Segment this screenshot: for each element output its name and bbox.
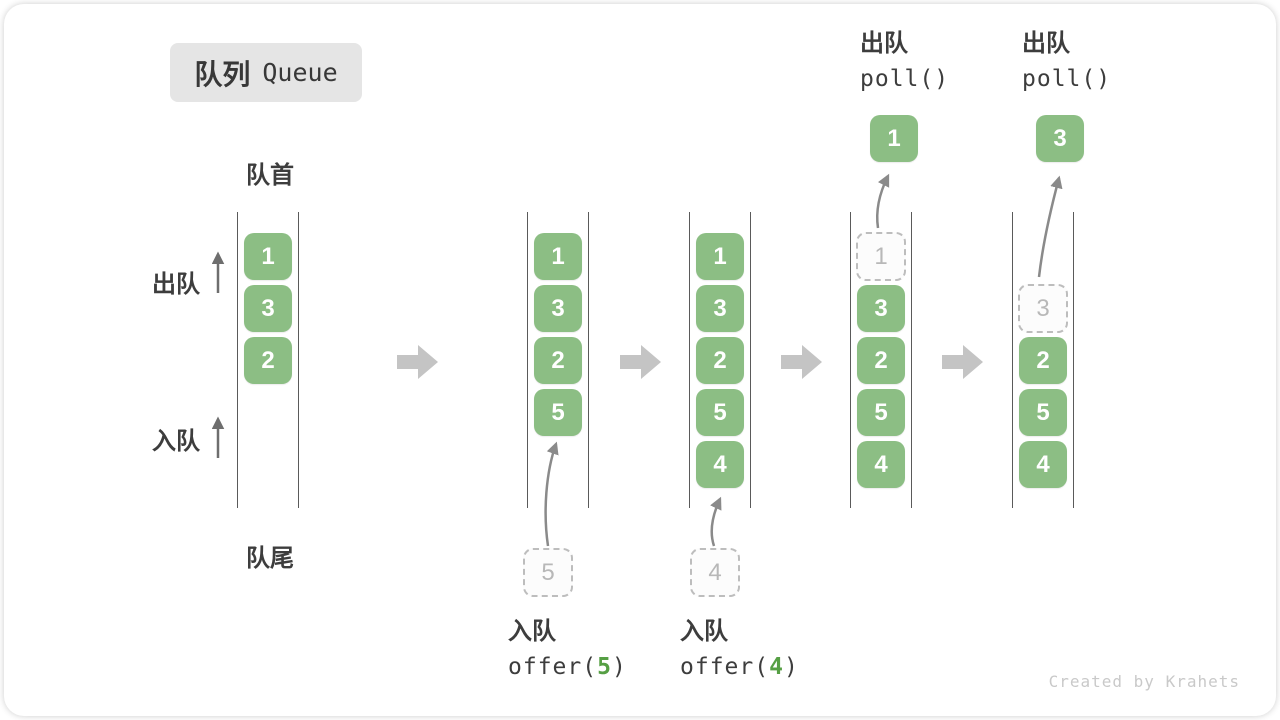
queue-rails-state4 <box>850 212 912 508</box>
enqueue-pending-item: 4 <box>690 548 740 597</box>
queue-item: 2 <box>857 337 905 384</box>
enqueue-pending-item: 5 <box>523 548 573 597</box>
state-transition-arrow-icon <box>781 345 822 379</box>
label-dequeue-side: 出队 <box>152 271 200 298</box>
operation-label-offer5: 入队 offer(5) <box>508 620 627 679</box>
polled-item: 3 <box>1036 115 1084 162</box>
dequeued-placeholder: 3 <box>1018 284 1068 333</box>
title-zh: 队列 <box>194 58 251 90</box>
dequeued-placeholder: 1 <box>856 232 906 281</box>
queue-rails-state1 <box>237 212 299 508</box>
state-transition-arrow-icon <box>942 345 983 379</box>
queue-item: 5 <box>857 389 905 436</box>
label-queue-front: 队首 <box>246 162 294 189</box>
title-box: 队列 Queue <box>170 43 362 102</box>
queue-item: 3 <box>857 285 905 332</box>
state-transition-arrow-icon <box>397 345 438 379</box>
polled-item: 1 <box>870 115 918 162</box>
queue-item: 1 <box>696 233 744 280</box>
poll2-code: poll() <box>1022 66 1112 92</box>
queue-rails-state5 <box>1012 212 1074 508</box>
queue-rails-state2 <box>527 212 589 508</box>
poll2-zh: 出队 <box>1022 30 1070 57</box>
offer4-zh: 入队 <box>680 618 728 645</box>
operation-label-poll1: 出队 poll() <box>860 32 949 91</box>
queue-item: 1 <box>244 233 292 280</box>
queue-item: 4 <box>1019 441 1067 488</box>
queue-item: 2 <box>244 337 292 384</box>
operation-label-offer4: 入队 offer(4) <box>680 620 799 679</box>
offer5-zh: 入队 <box>508 618 556 645</box>
queue-item: 5 <box>696 389 744 436</box>
queue-item: 5 <box>534 389 582 436</box>
queue-rails-state3 <box>689 212 751 508</box>
queue-item: 3 <box>534 285 582 332</box>
queue-item: 3 <box>244 285 292 332</box>
title-en: Queue <box>262 58 338 87</box>
queue-item: 2 <box>534 337 582 384</box>
label-enqueue-side: 入队 <box>152 428 200 455</box>
label-queue-rear: 队尾 <box>246 545 294 572</box>
queue-item: 4 <box>857 441 905 488</box>
operation-label-poll2: 出队 poll() <box>1022 32 1111 91</box>
queue-item: 4 <box>696 441 744 488</box>
queue-item: 2 <box>1019 337 1067 384</box>
state-transition-arrow-icon <box>620 345 661 379</box>
footer-credit: Created by Krahets <box>1048 672 1240 691</box>
poll1-zh: 出队 <box>860 30 908 57</box>
queue-item: 2 <box>696 337 744 384</box>
poll1-code: poll() <box>860 66 950 92</box>
offer5-code: offer(5) <box>508 654 627 680</box>
offer4-code: offer(4) <box>680 654 799 680</box>
queue-item: 1 <box>534 233 582 280</box>
queue-item: 5 <box>1019 389 1067 436</box>
queue-item: 3 <box>696 285 744 332</box>
